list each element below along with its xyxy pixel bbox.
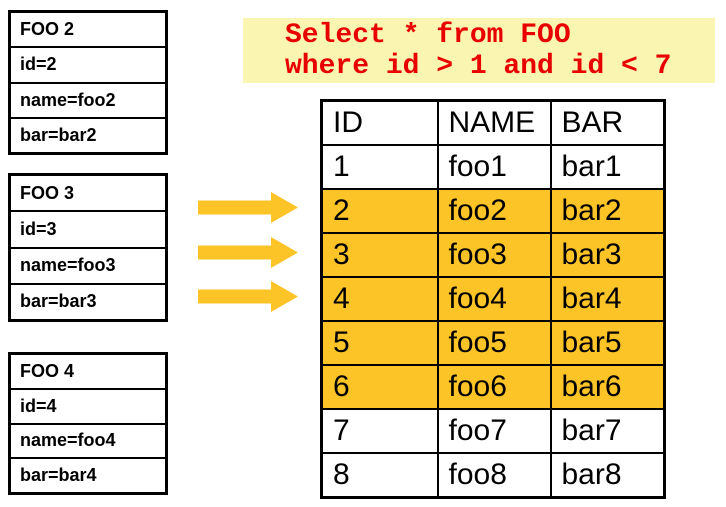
sql-query-banner: Select * from FOO where id > 1 and id < … [243,18,715,83]
table-row-1: 1 foo1 bar1 [320,144,666,190]
cell-bar: bar5 [549,320,666,366]
record-box-foo2: FOO 2 id=2 name=foo2 bar=bar2 [8,10,168,155]
record-box-foo3: FOO 3 id=3 name=foo3 bar=bar3 [8,173,168,322]
record-field-name: name=foo3 [11,246,165,283]
table-row-3-highlighted: 3 foo3 bar3 [320,232,666,278]
cell-bar: bar8 [549,452,666,499]
cell-name: foo2 [436,188,552,234]
record-field-id: id=4 [11,387,165,423]
table-header-row: ID NAME BAR [320,99,666,146]
cell-bar: bar3 [549,232,666,278]
result-table: ID NAME BAR 1 foo1 bar1 2 foo2 bar2 3 fo… [320,99,666,499]
record-field-name: name=foo4 [11,422,165,458]
cell-id: 4 [320,276,439,322]
column-header-bar: BAR [549,99,666,146]
table-row-6-highlighted: 6 foo6 bar6 [320,364,666,410]
table-row-8: 8 foo8 bar8 [320,452,666,499]
cell-bar: bar6 [549,364,666,410]
column-header-id: ID [320,99,439,146]
record-field-id: id=3 [11,210,165,246]
record-box-foo4: FOO 4 id=4 name=foo4 bar=bar4 [8,352,168,495]
cell-id: 6 [320,364,439,410]
table-row-2-highlighted: 2 foo2 bar2 [320,188,666,234]
cell-bar: bar7 [549,408,666,454]
cell-name: foo3 [436,232,552,278]
record-box-title: FOO 3 [20,182,75,203]
cell-name: foo4 [436,276,552,322]
table-row-5-highlighted: 5 foo5 bar5 [320,320,666,366]
cell-id: 3 [320,232,439,278]
cell-bar: bar1 [549,144,666,190]
record-box-title: FOO 4 [20,360,75,381]
sql-query-line-1: Select * from FOO [285,20,571,51]
record-field-bar: bar=bar2 [11,116,165,152]
cell-bar: bar4 [549,276,666,322]
cell-name: foo8 [436,452,552,499]
record-field-bar: bar=bar4 [11,457,165,492]
sql-query-line-2: where id > 1 and id < 7 [285,51,672,82]
cell-name: foo6 [436,364,552,410]
cell-bar: bar2 [549,188,666,234]
record-box-title: FOO 2 [20,19,75,40]
record-field-bar: bar=bar3 [11,282,165,319]
arrow-right-icon [198,192,298,223]
cell-id: 8 [320,452,439,499]
table-row-4-highlighted: 4 foo4 bar4 [320,276,666,322]
cell-name: foo1 [436,144,552,190]
cell-id: 7 [320,408,439,454]
cell-name: foo7 [436,408,552,454]
cell-name: foo5 [436,320,552,366]
record-field-name: name=foo2 [11,81,165,117]
arrow-right-icon [198,281,298,312]
cell-id: 5 [320,320,439,366]
column-header-name: NAME [436,99,552,146]
cell-id: 2 [320,188,439,234]
cell-id: 1 [320,144,439,190]
arrow-right-icon [198,237,298,268]
table-row-7: 7 foo7 bar7 [320,408,666,454]
record-field-id: id=2 [11,46,165,81]
